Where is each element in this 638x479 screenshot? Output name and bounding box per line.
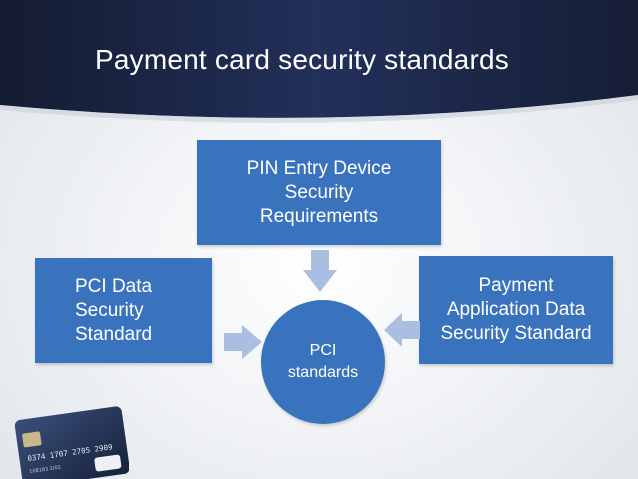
arrow-right-icon (224, 325, 262, 359)
pci-standards-circle: PCI standards (261, 300, 385, 424)
pci-data-security-label: PCI Data Security Standard (75, 275, 153, 345)
slide-title: Payment card security standards (95, 44, 509, 75)
header-band (0, 0, 638, 123)
arrow-left-icon (384, 313, 420, 347)
payment-application-label: Payment Application Data Security Standa… (440, 275, 592, 344)
arrow-down-icon (303, 250, 337, 292)
pin-entry-device-label: PIN Entry Device Security Requirements (246, 157, 392, 227)
pci-data-security-box: PCI Data Security Standard (35, 258, 212, 363)
card-small-text: 108183 2/02 (29, 465, 61, 475)
credit-card-icon: 0374 1707 2705 2909 108183 2/02 (14, 406, 129, 479)
payment-application-box: Payment Application Data Security Standa… (419, 256, 613, 364)
pci-standards-label: PCI standards (287, 342, 359, 381)
pin-entry-device-box: PIN Entry Device Security Requirements (197, 140, 441, 245)
